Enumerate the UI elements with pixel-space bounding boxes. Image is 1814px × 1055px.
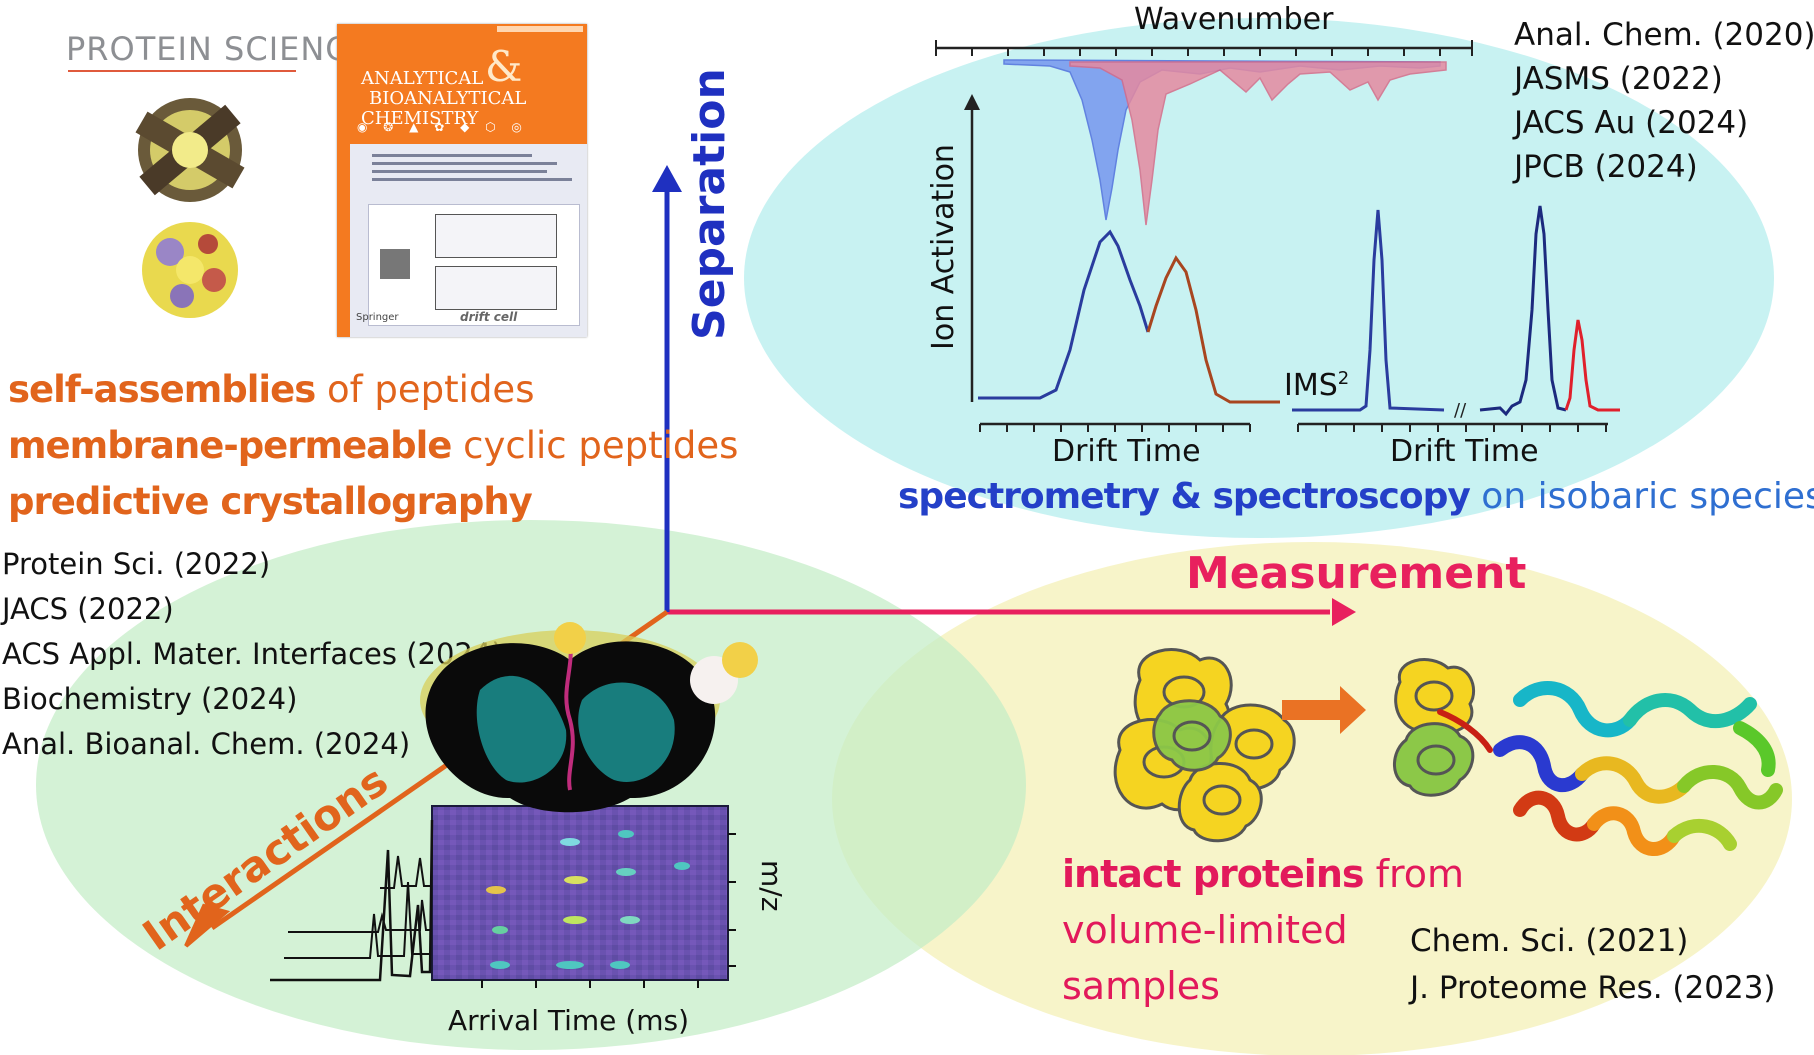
interactions-plot bbox=[270, 622, 758, 988]
drift-time-right-label: Drift Time bbox=[1390, 434, 1539, 469]
cover-society-logos: ◉ ❂ ▲ ✿ ◆ ⬡ ◎ bbox=[357, 120, 528, 134]
drift-time-left-label: Drift Time bbox=[1052, 434, 1201, 469]
cover-header-strip bbox=[497, 26, 583, 32]
ims2-trace-b bbox=[1479, 205, 1567, 417]
ref-chem-sci-2021: Chem. Sci. (2021) bbox=[1410, 923, 1689, 959]
ref-biochemistry-2024: Biochemistry (2024) bbox=[2, 682, 298, 716]
measurement-axis-arrowhead bbox=[1332, 598, 1356, 626]
heatmap-ticks bbox=[481, 833, 736, 988]
ir-spectrum-red bbox=[1069, 61, 1447, 226]
peptides-line-1: self-assemblies of peptides bbox=[8, 368, 535, 411]
heatmap-spots bbox=[486, 830, 690, 969]
cell-cluster bbox=[1113, 648, 1296, 843]
ref-jacs-au-2024: JACS Au (2024) bbox=[1514, 105, 1749, 141]
ref-jasms-2022: JASMS (2022) bbox=[1514, 61, 1723, 97]
proteins-description: intact proteins from volume-limited samp… bbox=[1062, 846, 1464, 1014]
protein-ribbon-image bbox=[1437, 680, 1783, 856]
ims-trace-blue bbox=[978, 229, 1150, 400]
interactions-axis-arrowhead bbox=[184, 903, 231, 948]
process-arrow bbox=[1282, 686, 1366, 734]
ref-acs-ami-2024: ACS Appl. Mater. Interfaces (2024) bbox=[2, 637, 503, 671]
two-cells bbox=[1393, 658, 1476, 797]
ims2-trace-a bbox=[1292, 209, 1445, 412]
ref-j-proteome-res-2023: J. Proteome Res. (2023) bbox=[1410, 970, 1776, 1006]
anal-bioanal-chem-cover: ANALYTICAL BIOANALYTICAL CHEMISTRY & ◉ ❂… bbox=[337, 24, 587, 337]
peptides-description: self-assemblies of peptides membrane-per… bbox=[8, 362, 738, 530]
protein-surface-image bbox=[420, 622, 758, 813]
arrival-time-label: Arrival Time (ms) bbox=[448, 1004, 690, 1037]
wavenumber-label: Wavenumber bbox=[1134, 2, 1334, 37]
cover-ampersand: & bbox=[485, 42, 523, 91]
separation-axis-arrowhead bbox=[652, 165, 682, 192]
ion-activation-label: Ion Activation bbox=[926, 144, 961, 350]
cells-and-protein bbox=[1113, 648, 1783, 856]
proteins-line-3: samples bbox=[1062, 964, 1220, 1008]
ref-anal-bioanal-chem-2024: Anal. Bioanal. Chem. (2024) bbox=[2, 727, 411, 761]
proteins-line-1: intact proteins from bbox=[1062, 852, 1465, 896]
arrival-time-heatmap bbox=[431, 805, 729, 981]
spectroscopy-refs: Anal. Chem. (2020) JASMS (2022) JACS Au … bbox=[1514, 20, 1814, 183]
separation-axis-label: Separation bbox=[684, 68, 735, 340]
svg-text://: // bbox=[1454, 400, 1467, 421]
ref-protein-sci-2022: Protein Sci. (2022) bbox=[2, 547, 271, 581]
protein-science-logo: PROTEIN SCIENCE bbox=[66, 30, 370, 68]
logo-divider bbox=[68, 70, 296, 72]
spectroscopy-caption: spectrometry & spectroscopy on isobaric … bbox=[898, 476, 1814, 517]
ims-trace-red bbox=[1146, 255, 1280, 404]
ims2-trace-c bbox=[1564, 319, 1620, 412]
cover-title: ANALYTICAL BIOANALYTICAL CHEMISTRY bbox=[361, 68, 527, 129]
mass-spectrum-trace bbox=[270, 819, 434, 982]
peptides-line-2: membrane-permeable cyclic peptides bbox=[8, 424, 739, 467]
cover-publisher: Springer bbox=[356, 312, 399, 323]
peptide-assembly-image bbox=[135, 98, 245, 318]
ref-jacs-2022: JACS (2022) bbox=[2, 592, 174, 626]
proteins-refs: Chem. Sci. (2021) J. Proteome Res. (2023… bbox=[1410, 926, 1776, 1004]
measurement-axis-label: Measurement bbox=[1186, 548, 1527, 599]
mz-label: m/z bbox=[755, 860, 788, 912]
cover-body: drift cell Springer bbox=[350, 144, 587, 337]
peptides-line-3: predictive crystallography bbox=[8, 480, 533, 523]
ref-anal-chem-2020: Anal. Chem. (2020) bbox=[1514, 17, 1814, 53]
ref-jpcb-2024: JPCB (2024) bbox=[1514, 149, 1698, 185]
cover-cell-label: drift cell bbox=[460, 310, 518, 324]
proteins-line-2: volume-limited bbox=[1062, 908, 1348, 952]
ims2-label: IMS2 bbox=[1284, 368, 1350, 403]
spectroscopy-region bbox=[744, 18, 1774, 538]
wavenumber-ticks bbox=[935, 40, 1473, 56]
spectroscopy-plot: // bbox=[935, 40, 1620, 432]
peptides-refs: Protein Sci. (2022) JACS (2022) ACS Appl… bbox=[2, 550, 503, 759]
